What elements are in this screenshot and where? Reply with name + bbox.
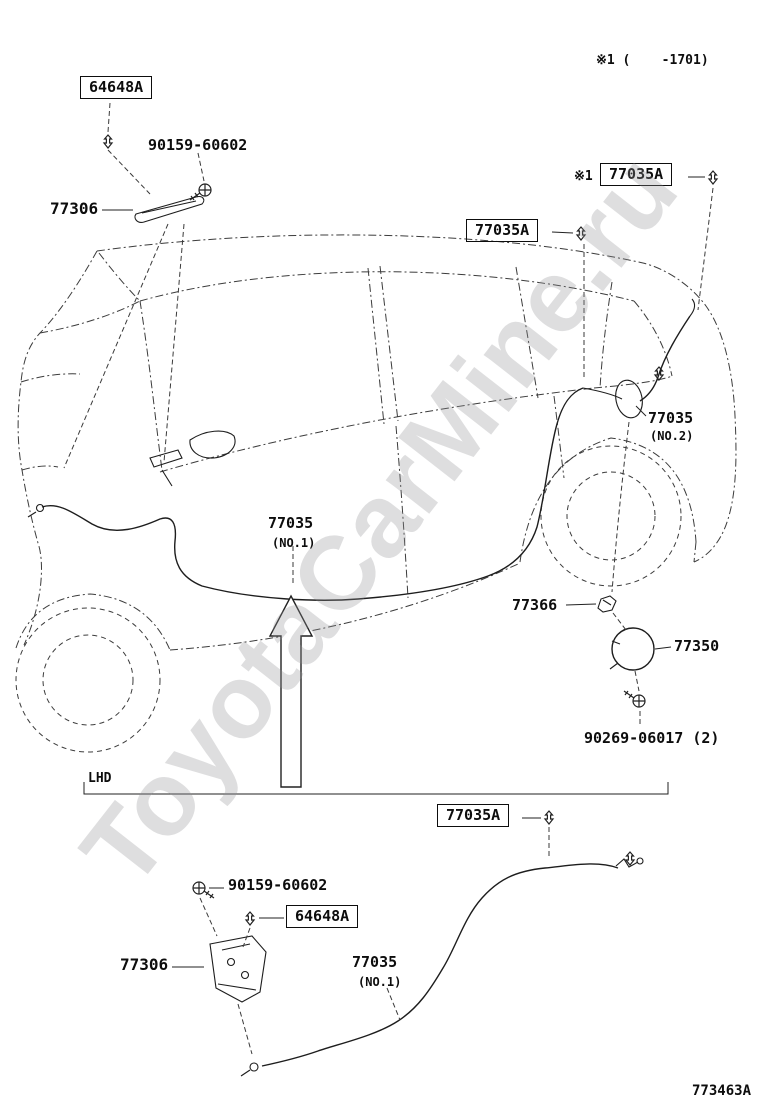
lid-lock-77350 <box>609 627 655 671</box>
bezel-77306-bottom <box>209 935 267 1003</box>
callout-77350[interactable]: 77350 <box>674 637 720 655</box>
lhd-bracket <box>83 782 669 795</box>
door-handle-detail <box>149 449 183 487</box>
fuel-lid <box>615 379 643 419</box>
callout-77035a-bottom[interactable]: 77035A <box>437 804 510 827</box>
lhd-label: LHD <box>88 771 112 786</box>
up-arrow <box>268 594 314 788</box>
clip-77035a-ref-icon <box>708 170 718 185</box>
cable-no1-path <box>27 387 623 601</box>
clip-64648a-icon <box>103 134 113 149</box>
clip-77035a-bottom-icon <box>544 810 554 825</box>
callout-77366[interactable]: 77366 <box>512 596 558 614</box>
callout-77306-bottom[interactable]: 77306 <box>120 955 169 974</box>
screw-90269-icon <box>623 690 646 708</box>
revision-note: ※1 ( -1701) <box>596 53 709 68</box>
callout-77306-top[interactable]: 77306 <box>50 199 99 218</box>
wheels <box>15 445 682 753</box>
clamp-77366-icon <box>597 595 617 613</box>
leader-lines <box>63 102 714 1055</box>
callout-77035-bottom-sub: (NO.1) <box>358 975 402 989</box>
clip-77035a-mid-icon <box>576 226 586 241</box>
callout-77035a-mid[interactable]: 77035A <box>466 219 539 242</box>
callout-90159-top[interactable]: 90159-60602 <box>148 136 248 154</box>
callout-77035-no2[interactable]: 77035 <box>648 409 694 427</box>
callout-77035-no1[interactable]: 77035 <box>268 514 314 532</box>
callout-90269[interactable]: 90269-06017 (2) <box>584 729 720 747</box>
cable-bottom-path <box>240 857 644 1077</box>
callout-64648a-bottom[interactable]: 64648A <box>286 905 359 928</box>
diagram-code: 773463A <box>692 1083 752 1099</box>
mirror <box>189 430 236 459</box>
cable-end-clip-icon <box>625 851 635 866</box>
callout-ref-prefix: ※1 <box>574 169 593 184</box>
callout-77035-no2-sub: (NO.2) <box>650 429 694 443</box>
callout-77035a-ref[interactable]: 77035A <box>600 163 673 186</box>
callout-77035-no1-sub: (NO.1) <box>272 536 316 550</box>
grommet-64648a-icon <box>245 911 255 926</box>
bezel-77306-top <box>134 196 205 223</box>
car-body-outline <box>15 234 737 651</box>
cable-no2-path <box>639 298 696 402</box>
callout-64648a-top[interactable]: 64648A <box>80 76 153 99</box>
callout-77035-bottom[interactable]: 77035 <box>352 953 398 971</box>
screw-90159-bottom-icon <box>192 881 215 899</box>
callout-90159-bottom[interactable]: 90159-60602 <box>228 876 328 894</box>
